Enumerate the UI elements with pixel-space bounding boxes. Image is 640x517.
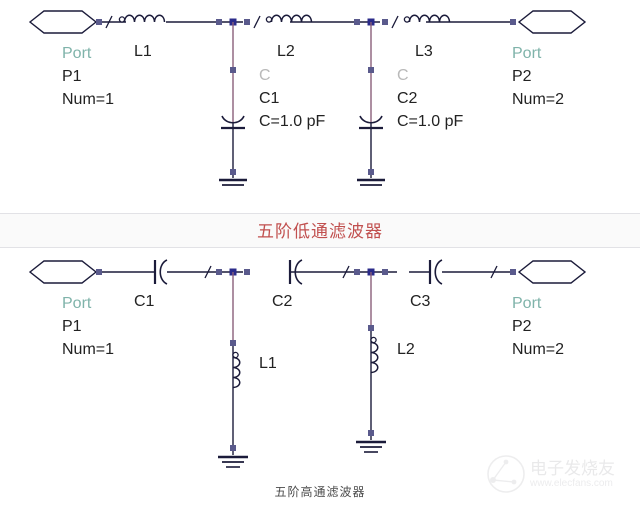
- highpass-c1-label: C1: [134, 293, 155, 310]
- lowpass-c2-value: C=1.0 pF: [397, 113, 463, 130]
- lowpass-shunt-branch-c1: [217, 22, 249, 187]
- watermark-url: www.elecfans.com: [530, 478, 613, 489]
- watermark-logo-icon: [487, 455, 525, 493]
- lowpass-l3-label: L3: [415, 43, 433, 60]
- highpass-section-background: [0, 248, 640, 517]
- lowpass-c2-ref: C2: [397, 90, 418, 107]
- highpass-p2-type-label: Port: [512, 295, 542, 312]
- highpass-p2-num: Num=2: [512, 341, 564, 358]
- highpass-inductor-l1[interactable]: [232, 351, 241, 389]
- watermark: 电子发烧友 www.elecfans.com: [486, 448, 636, 510]
- lowpass-inductor-l1[interactable]: [118, 14, 166, 23]
- highpass-p2-ref: P2: [512, 318, 532, 335]
- lowpass-p2-num: Num=2: [512, 91, 564, 108]
- divider-lower: [0, 247, 640, 248]
- highpass-l2-label: L2: [397, 341, 415, 358]
- highpass-section-title: 五阶高通滤波器: [274, 485, 366, 499]
- highpass-p1-num: Num=1: [62, 341, 114, 358]
- lowpass-p2-type-label: Port: [512, 45, 542, 62]
- divider-upper: [0, 213, 640, 214]
- lowpass-l2-label: L2: [277, 43, 295, 60]
- lowpass-inductor-l3[interactable]: [403, 14, 451, 23]
- lowpass-ground-c1: [217, 178, 249, 187]
- lowpass-port-p2[interactable]: [510, 10, 586, 34]
- lowpass-ground-c2: [355, 178, 387, 187]
- lowpass-filter-schematic: Port P1 Num=1 L1 L2 L3 C C1 C=1.0 pF C C…: [29, 10, 586, 187]
- highpass-l1-label: L1: [259, 355, 277, 372]
- highpass-c3-label: C3: [410, 293, 431, 310]
- highpass-filter-schematic: Port P1 Num=1 C1 C2 C3 L1 L2 Port P2 Num…: [29, 258, 586, 469]
- highpass-capacitor-c1[interactable]: [153, 258, 169, 286]
- lowpass-p1-type-label: Port: [62, 45, 92, 62]
- highpass-p1-ref: P1: [62, 318, 82, 335]
- highpass-ground-l1: [216, 455, 250, 469]
- lowpass-p1-num: Num=1: [62, 91, 114, 108]
- highpass-shunt-branch-l1: [216, 272, 250, 469]
- highpass-p1-type-label: Port: [62, 295, 92, 312]
- lowpass-c2-type-label: C: [397, 67, 409, 84]
- mid-title-band: [0, 213, 640, 248]
- lowpass-c1-type-label: C: [259, 67, 271, 84]
- highpass-c2-label: C2: [272, 293, 293, 310]
- lowpass-shunt-branch-c2: [355, 22, 387, 187]
- lowpass-l1-label: L1: [134, 43, 152, 60]
- highpass-capacitor-c3[interactable]: [428, 258, 444, 286]
- lowpass-c1-ref: C1: [259, 90, 280, 107]
- lowpass-c1-value: C=1.0 pF: [259, 113, 325, 130]
- lowpass-p2-ref: P2: [512, 68, 532, 85]
- highpass-inductor-l2[interactable]: [370, 336, 379, 374]
- lowpass-section-title: 五阶低通滤波器: [257, 222, 383, 242]
- watermark-brand: 电子发烧友: [530, 459, 615, 479]
- highpass-shunt-branch-l2: [354, 272, 388, 454]
- lowpass-p1-ref: P1: [62, 68, 82, 85]
- highpass-port-p1[interactable]: [29, 260, 102, 284]
- lowpass-section-background: [0, 0, 640, 213]
- lowpass-port-p1[interactable]: [29, 10, 113, 34]
- lowpass-inductor-l2[interactable]: [265, 14, 313, 23]
- highpass-ground-l2: [354, 440, 388, 454]
